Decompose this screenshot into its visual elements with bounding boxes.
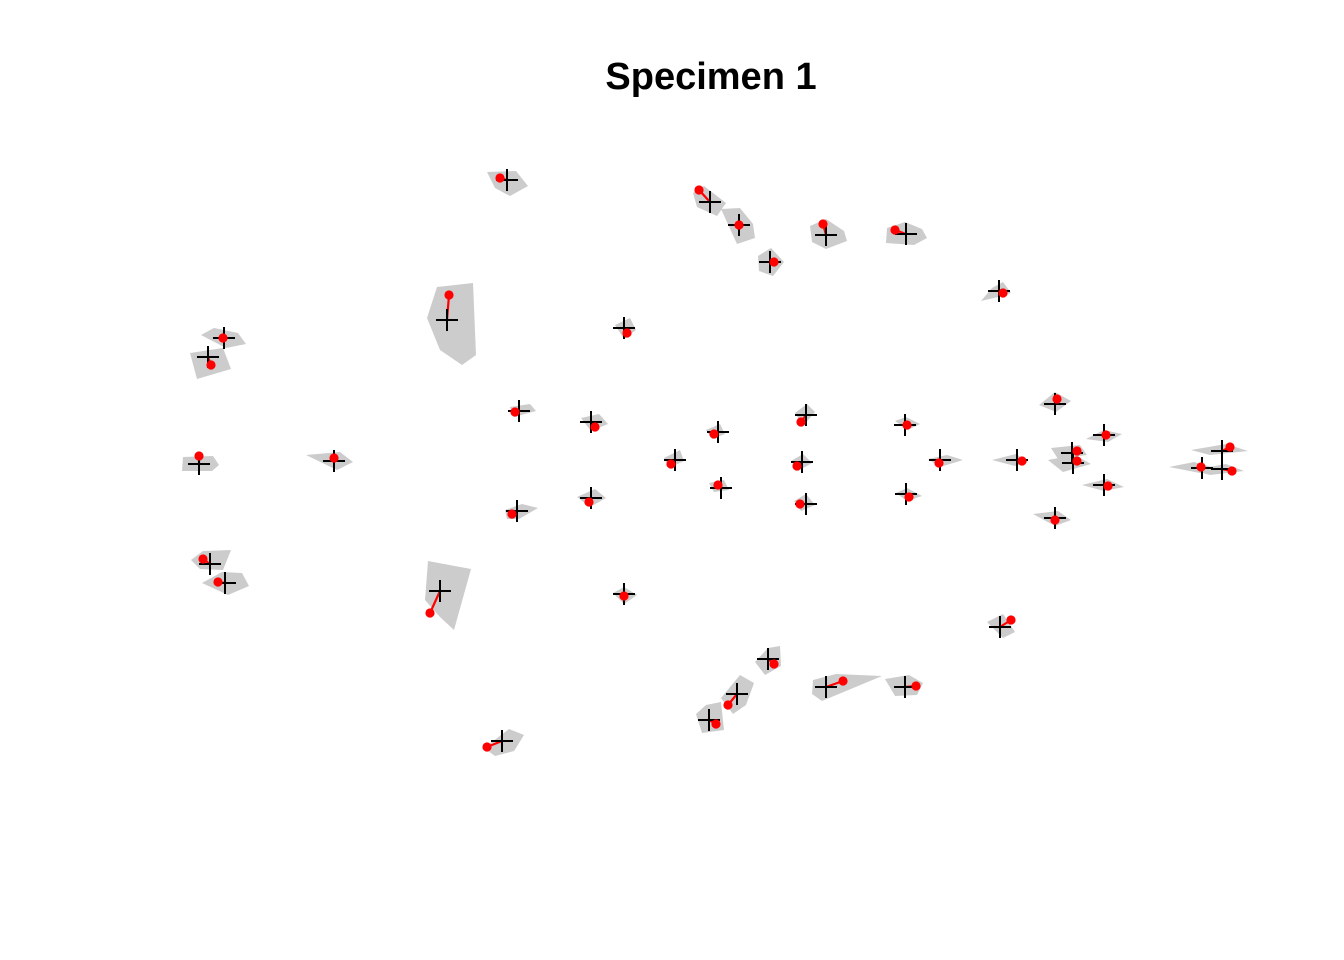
specimen-point-31 [890,225,900,235]
specimen-point-34 [904,492,914,502]
specimen-point-8 [425,608,435,618]
specimen-point-27 [792,461,802,471]
mean-landmark-8 [429,580,451,602]
specimen-point-22 [769,257,779,267]
specimen-point-28 [795,499,805,509]
specimen-point-16 [584,497,594,507]
specimen-point-41 [1072,446,1082,456]
specimen-point-19 [713,480,723,490]
specimen-point-4 [206,360,216,370]
mean-landmark-15 [580,411,602,433]
specimen-point-1 [194,451,204,461]
specimen-point-26 [796,417,806,427]
mean-landmark-27 [791,451,813,473]
specimen-point-45 [1225,442,1235,452]
variation-hulls [182,171,1248,756]
specimen-point-3 [218,333,228,343]
specimen-point-7 [444,290,454,300]
specimen-point-42 [1072,456,1082,466]
mean-landmark-5 [199,553,221,575]
specimen-point-25 [711,719,721,729]
variation-hull-8 [425,561,471,630]
specimen-point-11 [510,407,520,417]
specimen-point-18 [709,429,719,439]
specimen-point-44 [1103,481,1113,491]
variation-hull-10 [484,729,524,756]
specimen-point-47 [1196,462,1206,472]
variation-hull-7 [427,283,476,365]
specimen-point-36 [998,288,1008,298]
mean-landmark-29 [815,224,837,246]
specimen-point-14 [619,591,629,601]
specimen-point-6 [213,577,223,587]
specimen-point-43 [1101,430,1111,440]
mean-landmark-26 [795,404,817,426]
specimen-point-24 [723,700,733,710]
specimen-point-30 [838,676,848,686]
mean-landmark-31 [895,223,917,245]
specimen-point-23 [769,659,779,669]
specimen-point-12 [507,509,517,519]
specimen-point-46 [1227,466,1237,476]
mean-landmark-23 [757,648,779,670]
specimen-point-39 [1052,394,1062,404]
variation-hull-45 [1191,444,1248,455]
mean-landmark-20 [699,191,721,213]
specimen-point-38 [1017,456,1027,466]
mean-landmark-10 [491,730,513,752]
specimen-point-20 [694,185,704,195]
specimen-point-13 [622,328,632,338]
variation-hull-30 [812,674,882,701]
specimen-point-17 [666,459,676,469]
mean-landmark-30 [815,676,837,698]
specimen-point-37 [1006,615,1016,625]
specimen-point-10 [482,742,492,752]
mean-landmark-24 [726,683,748,705]
mean-landmark-17 [664,449,686,471]
specimen-point-21 [734,220,744,230]
specimen-point-40 [1050,515,1060,525]
specimen-point-33 [902,420,912,430]
specimen-point-15 [590,422,600,432]
specimen-point-35 [934,458,944,468]
mean-landmark-7 [436,309,458,331]
specimen-points [194,173,1237,752]
specimen-point-2 [329,453,339,463]
specimen-point-29 [818,219,828,229]
specimen-point-5 [198,554,208,564]
specimen-point-9 [495,173,505,183]
chart-title: Specimen 1 [605,56,817,98]
mean-landmark-37 [989,616,1011,638]
specimen-point-32 [911,681,921,691]
